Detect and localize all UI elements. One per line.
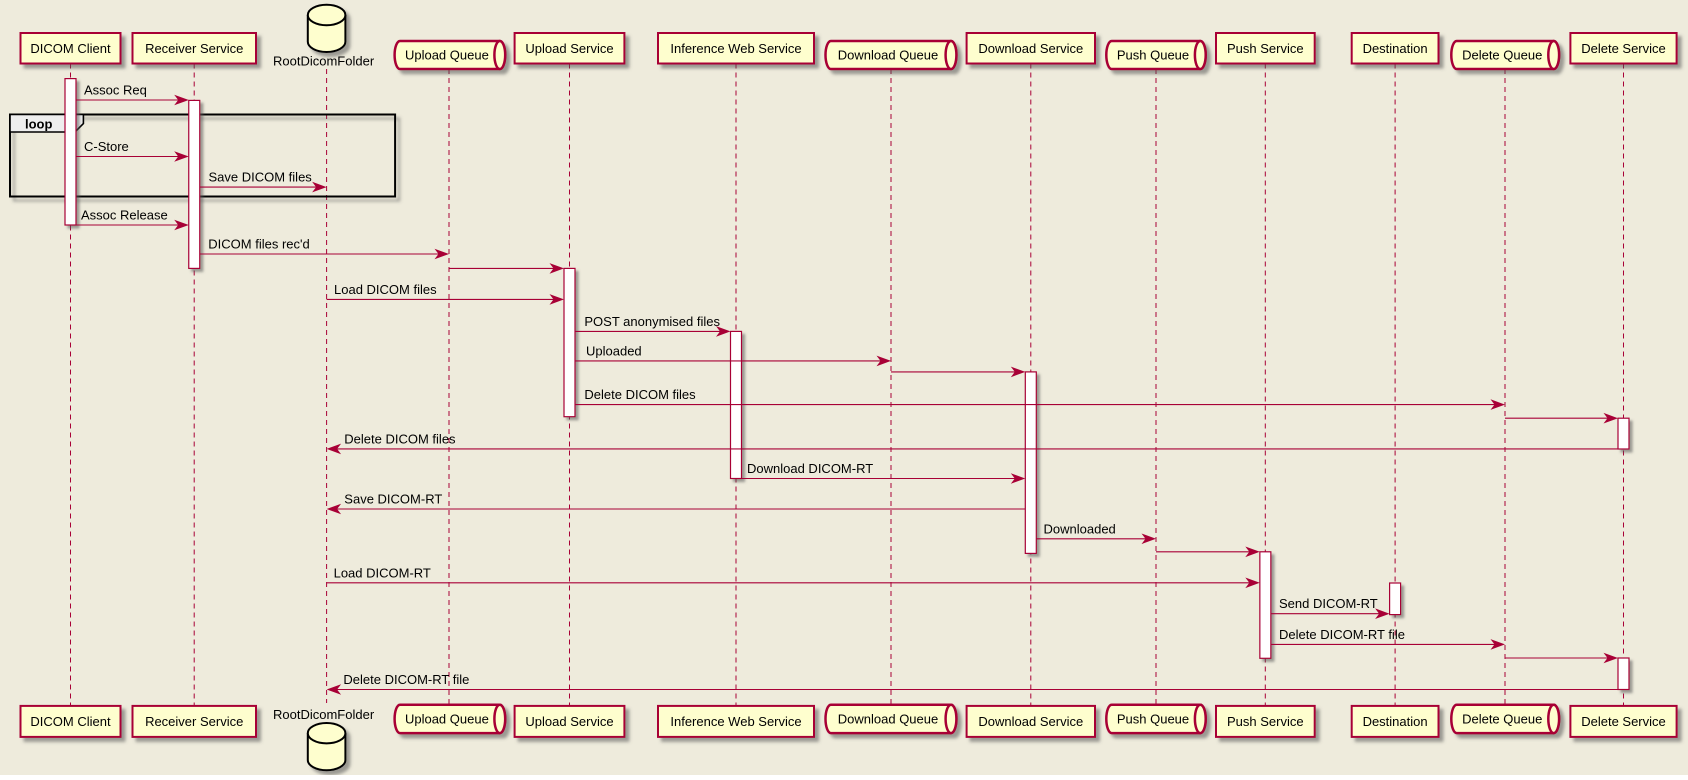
svg-text:Download Queue: Download Queue: [838, 712, 938, 727]
svg-text:Receiver Service: Receiver Service: [145, 41, 243, 56]
svg-text:RootDicomFolder: RootDicomFolder: [273, 707, 375, 722]
svg-text:Push Service: Push Service: [1227, 41, 1304, 56]
svg-text:DICOM Client: DICOM Client: [30, 41, 111, 56]
svg-text:Save DICOM files: Save DICOM files: [209, 170, 313, 185]
svg-text:loop: loop: [25, 117, 52, 132]
svg-text:Delete Queue: Delete Queue: [1462, 48, 1542, 63]
svg-text:Destination: Destination: [1363, 714, 1428, 729]
svg-text:Download DICOM-RT: Download DICOM-RT: [747, 461, 873, 476]
svg-text:Delete DICOM files: Delete DICOM files: [584, 387, 696, 402]
svg-text:RootDicomFolder: RootDicomFolder: [273, 54, 375, 69]
svg-text:DICOM Client: DICOM Client: [30, 714, 111, 729]
svg-text:C-Store: C-Store: [84, 139, 129, 154]
svg-text:Delete Service: Delete Service: [1581, 41, 1666, 56]
svg-text:Load DICOM files: Load DICOM files: [334, 282, 437, 297]
svg-text:Delete Service: Delete Service: [1581, 714, 1666, 729]
svg-text:Delete Queue: Delete Queue: [1462, 712, 1542, 727]
svg-text:Send DICOM-RT: Send DICOM-RT: [1279, 596, 1378, 611]
svg-text:Upload Queue: Upload Queue: [405, 712, 489, 727]
svg-text:Inference Web Service: Inference Web Service: [670, 41, 801, 56]
svg-text:Receiver Service: Receiver Service: [145, 714, 243, 729]
svg-text:DICOM files rec'd: DICOM files rec'd: [208, 237, 309, 252]
svg-text:Destination: Destination: [1363, 41, 1428, 56]
svg-text:Upload Service: Upload Service: [525, 714, 613, 729]
svg-text:Uploaded: Uploaded: [586, 343, 642, 358]
svg-text:Downloaded: Downloaded: [1044, 521, 1116, 536]
svg-text:POST anonymised files: POST anonymised files: [584, 314, 720, 329]
svg-text:Push Queue: Push Queue: [1117, 48, 1189, 63]
svg-text:Assoc Release: Assoc Release: [81, 208, 168, 223]
svg-text:Delete DICOM-RT file: Delete DICOM-RT file: [1279, 627, 1405, 642]
svg-text:Download Service: Download Service: [978, 41, 1083, 56]
svg-text:Inference Web Service: Inference Web Service: [670, 714, 801, 729]
svg-text:Load DICOM-RT: Load DICOM-RT: [334, 565, 431, 580]
svg-text:Download Service: Download Service: [978, 714, 1083, 729]
svg-text:Push Service: Push Service: [1227, 714, 1304, 729]
svg-text:Upload Queue: Upload Queue: [405, 48, 489, 63]
svg-text:Save DICOM-RT: Save DICOM-RT: [344, 492, 442, 507]
svg-text:Assoc Req: Assoc Req: [84, 83, 147, 98]
svg-text:Delete DICOM files: Delete DICOM files: [344, 431, 456, 446]
svg-text:Push Queue: Push Queue: [1117, 712, 1189, 727]
svg-text:Download Queue: Download Queue: [838, 48, 938, 63]
svg-text:Delete DICOM-RT file: Delete DICOM-RT file: [343, 672, 469, 687]
svg-text:Upload Service: Upload Service: [525, 41, 613, 56]
